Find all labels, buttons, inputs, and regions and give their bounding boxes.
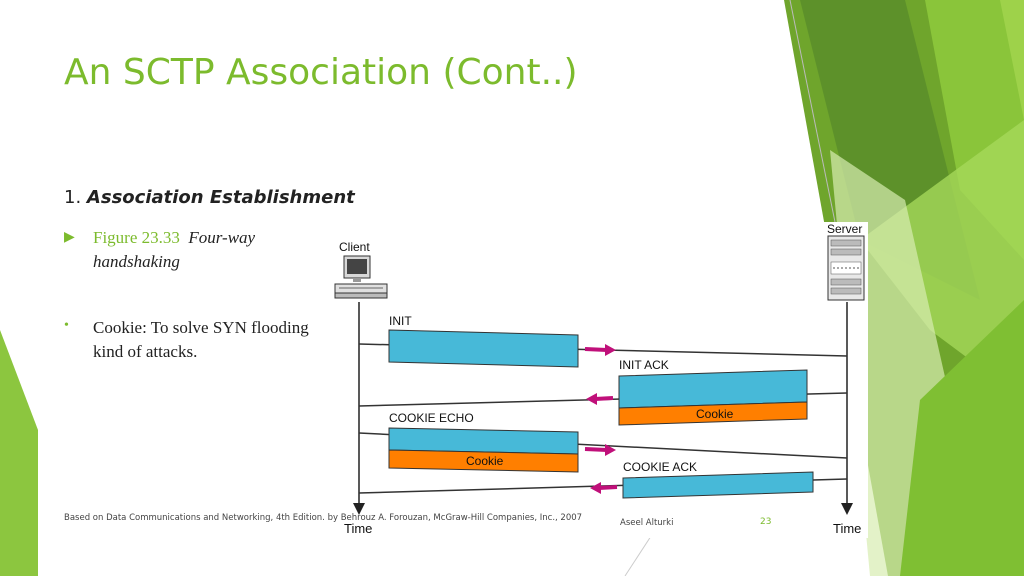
init-ack-packet <box>618 369 808 409</box>
footer-author: Aseel Alturki <box>620 518 674 528</box>
cookie-echo-direction-arrow <box>584 444 616 456</box>
init-ack-label: INIT ACK <box>619 358 669 372</box>
cookie-echo-cookie <box>388 449 579 473</box>
slide-title: An SCTP Association (Cont..) <box>64 52 578 93</box>
client-label: Client <box>339 240 370 254</box>
init-label: INIT <box>389 314 412 328</box>
four-way-handshake-diagram: Client Server Time Time INIT INIT ACK Co… <box>333 222 868 538</box>
time-label-right: Time <box>833 521 861 536</box>
init-ack-cookie-label: Cookie <box>696 407 734 421</box>
cookie-ack-direction-arrow <box>590 482 618 494</box>
init-ack-cookie <box>618 401 808 426</box>
time-label-left: Time <box>344 521 372 536</box>
figure-number: Figure 23.33 <box>93 228 180 247</box>
client-computer-icon <box>334 255 388 299</box>
footer-source: Based on Data Communications and Network… <box>64 513 583 523</box>
heading-number: 1. <box>64 187 82 208</box>
server-label: Server <box>827 222 862 236</box>
figure-caption: Four-way handshaking <box>93 228 256 271</box>
cookie-ack-label: COOKIE ACK <box>623 460 697 474</box>
heading-text: Association Establishment <box>86 187 355 208</box>
cookie-echo-cookie-label: Cookie <box>466 454 504 468</box>
dot-bullet-icon: • <box>64 318 69 333</box>
page-number: 23 <box>760 517 772 527</box>
init-ack-direction-arrow <box>586 393 614 405</box>
cookie-bullet-text: Cookie: To solve SYN flooding kind of at… <box>93 318 309 361</box>
server-tower-icon <box>827 235 865 301</box>
init-direction-arrow <box>584 344 616 356</box>
cookie-echo-label: COOKIE ECHO <box>389 411 474 425</box>
cookie-ack-packet <box>622 471 814 499</box>
triangle-bullet-icon: ▶ <box>64 230 75 245</box>
section-heading: 1. Association Establishment <box>64 187 355 208</box>
init-packet <box>388 329 579 368</box>
